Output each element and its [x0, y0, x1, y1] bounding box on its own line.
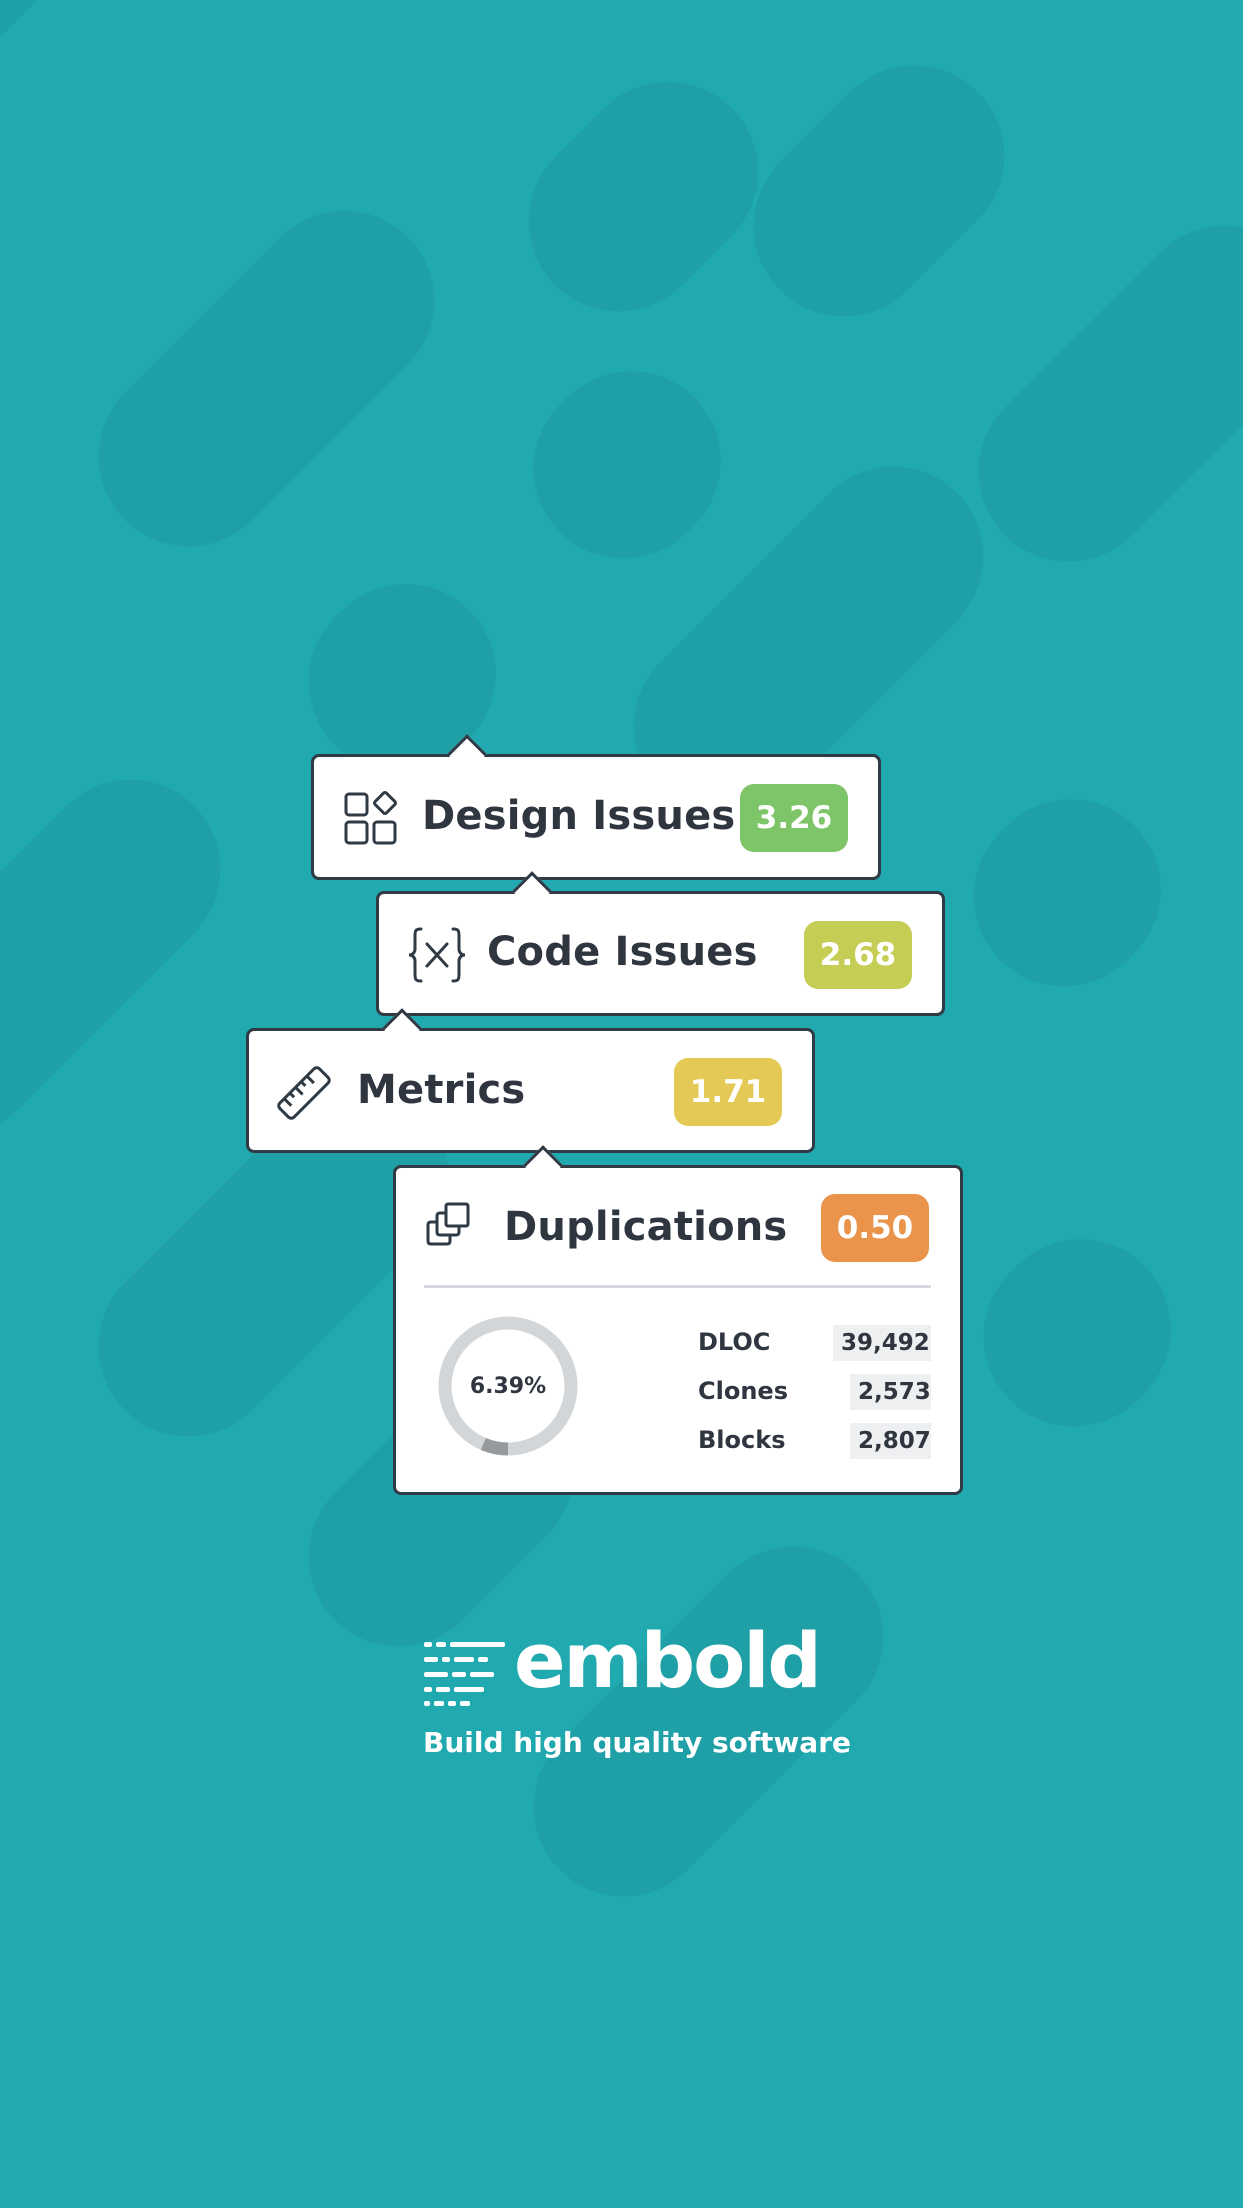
background-pattern-shape: [496, 1509, 921, 1934]
duplication-percent: 6.39%: [469, 1374, 547, 1399]
design-components-icon: [344, 791, 397, 845]
stat-label-dloc: DLOC: [698, 1328, 771, 1356]
background-pattern-shape: [946, 1202, 1208, 1464]
code-issues-card[interactable]: Code Issues 2.68: [376, 871, 945, 1016]
score-badge: 2.68: [804, 921, 912, 989]
background-pattern-shape: [936, 762, 1198, 1024]
background-pattern-shape: [0, 742, 258, 1174]
stat-label-blocks: Blocks: [698, 1426, 786, 1454]
donut-fill: [438, 1316, 578, 1456]
stat-label-clones: Clones: [698, 1377, 788, 1405]
card-title: Metrics: [357, 1067, 526, 1113]
stat-value-clones: 2,573: [850, 1374, 931, 1410]
code-braces-x-icon: [408, 927, 466, 983]
card-divider: [424, 1285, 931, 1288]
score-badge: 1.71: [674, 1058, 782, 1126]
metrics-card[interactable]: Metrics 1.71: [246, 1008, 815, 1153]
duplication-donut-chart: [438, 1316, 578, 1456]
stat-value-dloc: 39,492: [833, 1325, 931, 1361]
card-title: Code Issues: [487, 929, 758, 975]
brand-tagline: Build high quality software: [423, 1726, 851, 1759]
background-pattern-shape: [716, 28, 1042, 354]
score-badge: 0.50: [821, 1194, 929, 1262]
background-pattern-shape: [0, 0, 213, 94]
background-pattern-shape: [941, 188, 1243, 599]
card-title: Duplications: [504, 1204, 788, 1250]
stat-value-blocks: 2,807: [850, 1423, 931, 1459]
copies-icon: [426, 1202, 470, 1246]
background-pattern-shape: [496, 334, 758, 596]
brand-name: embold: [514, 1616, 822, 1705]
background-pattern-shape: [491, 44, 796, 349]
duplications-card[interactable]: Duplications 0.50 6.39% DLOC 39,492 Clon…: [393, 1145, 963, 1495]
ruler-icon: [277, 1066, 331, 1120]
design-issues-card[interactable]: Design Issues 3.26: [311, 734, 881, 880]
background-pattern-shape: [61, 173, 472, 584]
score-badge: 3.26: [740, 784, 848, 852]
card-title: Design Issues: [422, 793, 736, 839]
embold-bars-icon: [424, 1642, 505, 1706]
